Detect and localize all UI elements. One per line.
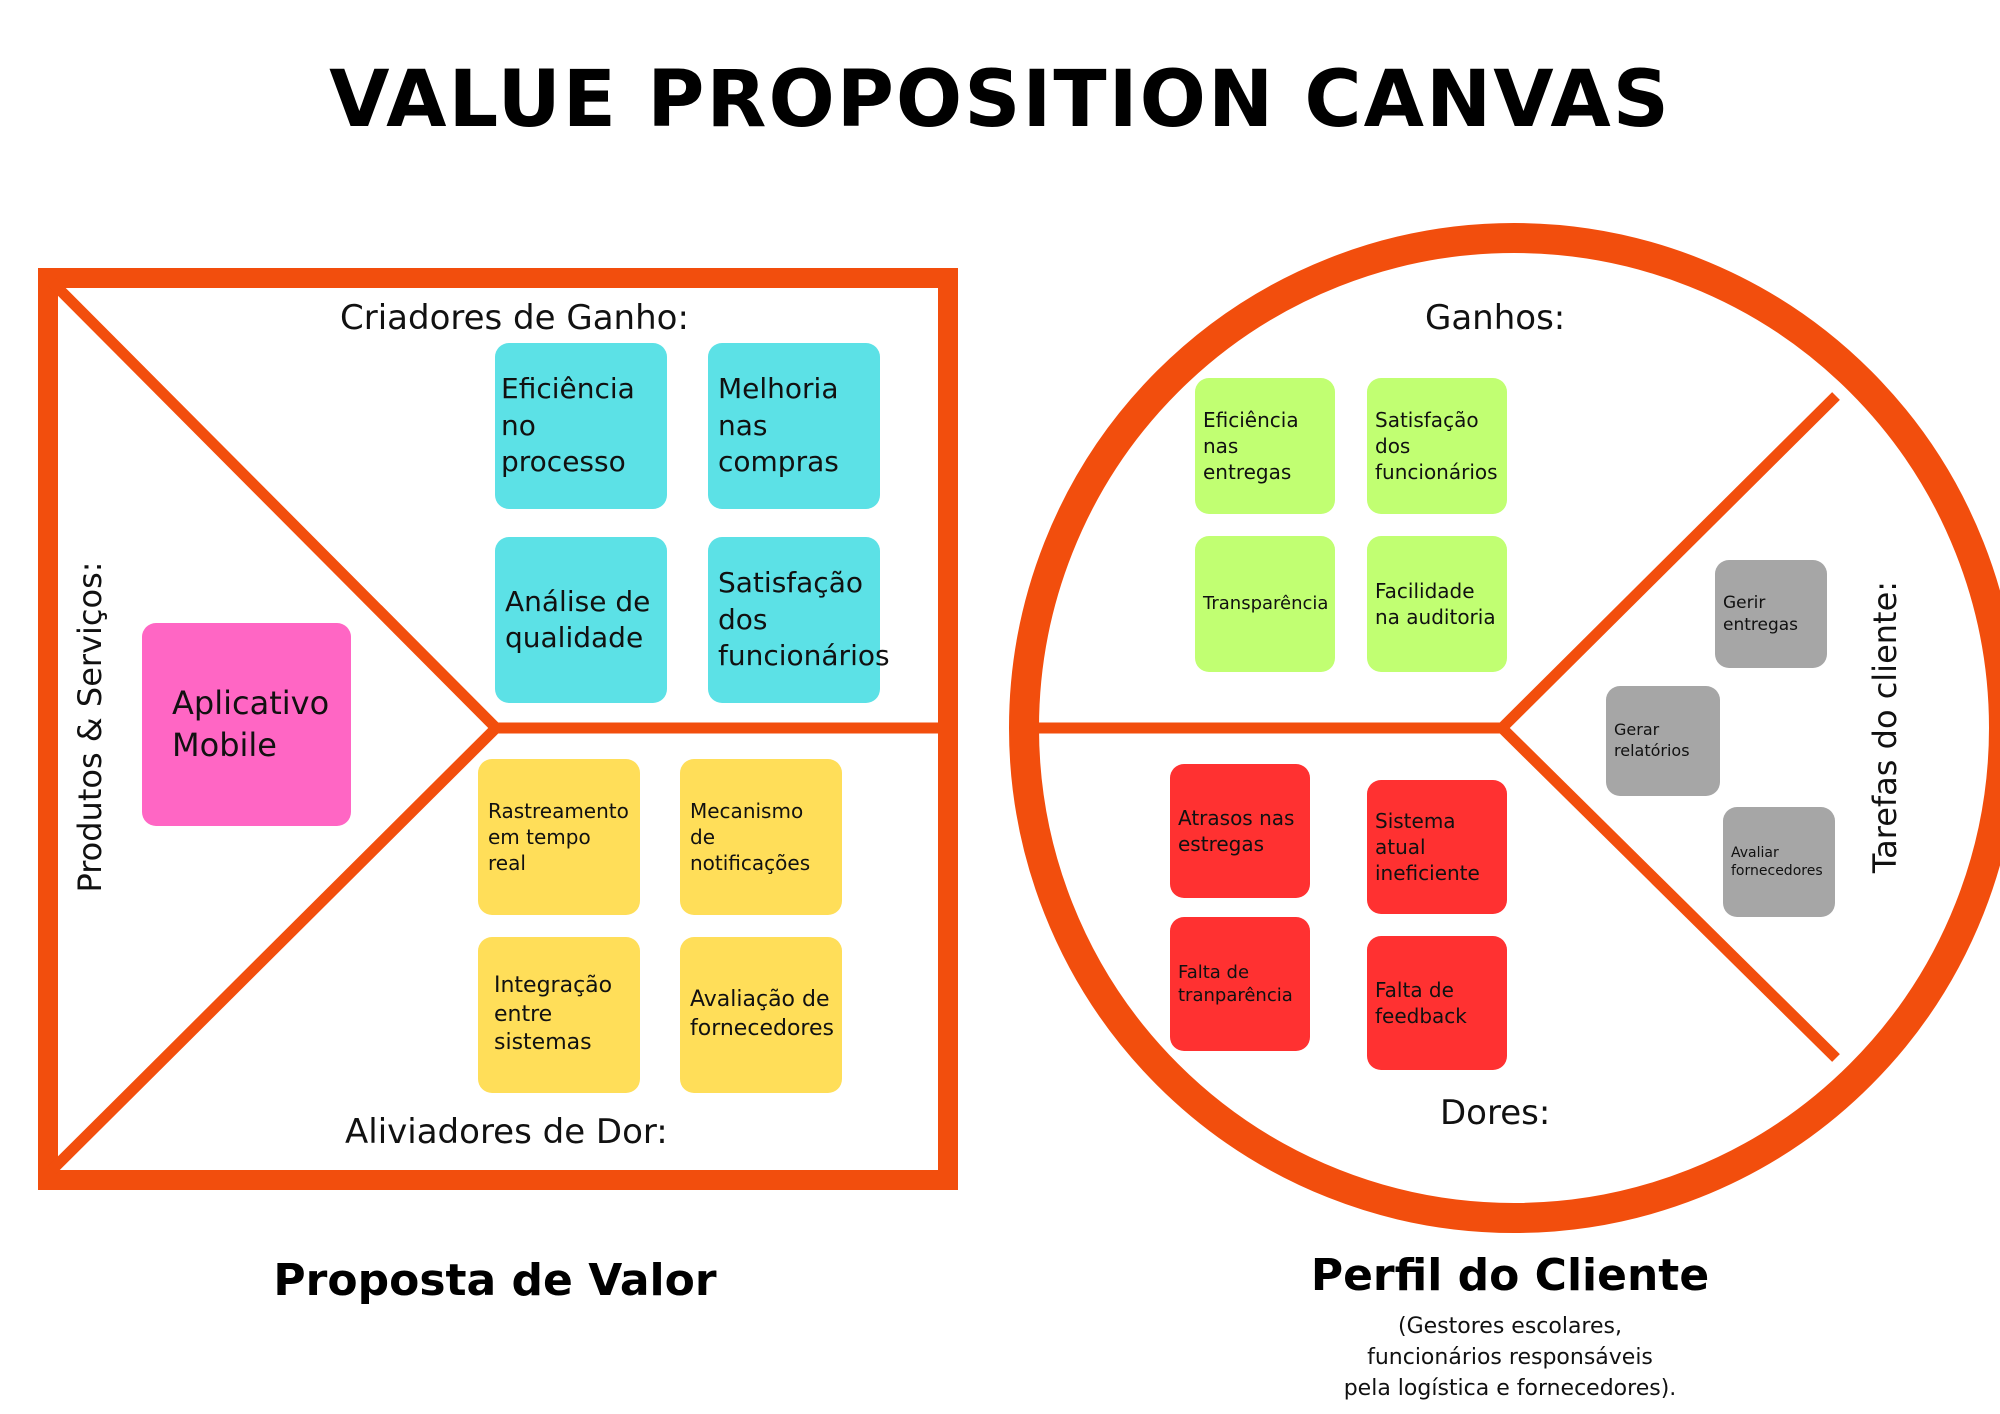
gain-note: Eficiência nas entregas	[1195, 378, 1335, 514]
pain-relievers-label: Aliviadores de Dor:	[345, 1112, 668, 1152]
pains-label: Dores:	[1440, 1093, 1551, 1133]
customer-profile-divider-upper	[1498, 392, 1840, 732]
value-map-frame	[38, 268, 958, 1190]
description-line: pela logística e fornecedores).	[1343, 1375, 1677, 1401]
pain-reliever-note: Mecanismo de notificações	[680, 759, 842, 915]
customer-job-note: Gerar relatórios	[1606, 686, 1720, 796]
description-line: funcionários responsáveis	[1367, 1344, 1653, 1370]
gain-creator-note: Satisfação dos funcionários	[708, 537, 890, 703]
products-services-label: Produtos & Serviços:	[71, 561, 109, 893]
value-map-divider-upper	[48, 278, 500, 732]
description-line: (Gestores escolares,	[1398, 1314, 1622, 1339]
value-proposition-caption: Proposta de Valor	[273, 1255, 717, 1306]
customer-profile-divider-lower	[1498, 724, 1840, 1062]
pain-reliever-note: Integração entre sistemas	[478, 937, 640, 1093]
customer-job-note: Gerir entregas	[1715, 560, 1827, 668]
gain-note: Transparência	[1195, 536, 1335, 672]
pain-note: Sistema atual ineficiente	[1367, 780, 1507, 914]
pain-note: Atrasos nas estregas	[1170, 764, 1310, 898]
gain-creator-note: Análise de qualidade	[495, 537, 667, 703]
product-note: Aplicativo Mobile	[142, 623, 351, 826]
pain-note: Falta de feedback	[1367, 936, 1507, 1070]
pain-note: Falta de tranparência	[1170, 917, 1310, 1051]
customer-profile-circle	[1009, 223, 2000, 1233]
value-map-square	[38, 268, 958, 1190]
value-map-divider-lower	[48, 724, 500, 1174]
customer-job-note: Avaliar fornecedores	[1723, 807, 1835, 917]
gain-creator-note: Eficiência no processo	[495, 343, 667, 509]
page-title: VALUE PROPOSITION CANVAS	[329, 55, 1671, 145]
customer-profile-caption: Perfil do Cliente	[1310, 1250, 1710, 1301]
pain-reliever-note: Rastreamento em tempo real	[478, 759, 640, 915]
gain-creators-label: Criadores de Ganho:	[340, 298, 689, 338]
gains-label: Ganhos:	[1425, 298, 1566, 338]
customer-profile-frame	[1009, 223, 2000, 1233]
gain-note: Facilidade na auditoria	[1367, 536, 1507, 672]
customer-jobs-label: Tarefas do cliente:	[1866, 580, 1904, 874]
gain-note: Satisfação dos funcionários	[1367, 378, 1507, 514]
customer-profile-description: (Gestores escolares, funcionários respon…	[1260, 1312, 1760, 1404]
pain-reliever-note: Avaliação de fornecedores	[680, 937, 842, 1093]
gain-creator-note: Melhoria nas compras	[708, 343, 880, 509]
